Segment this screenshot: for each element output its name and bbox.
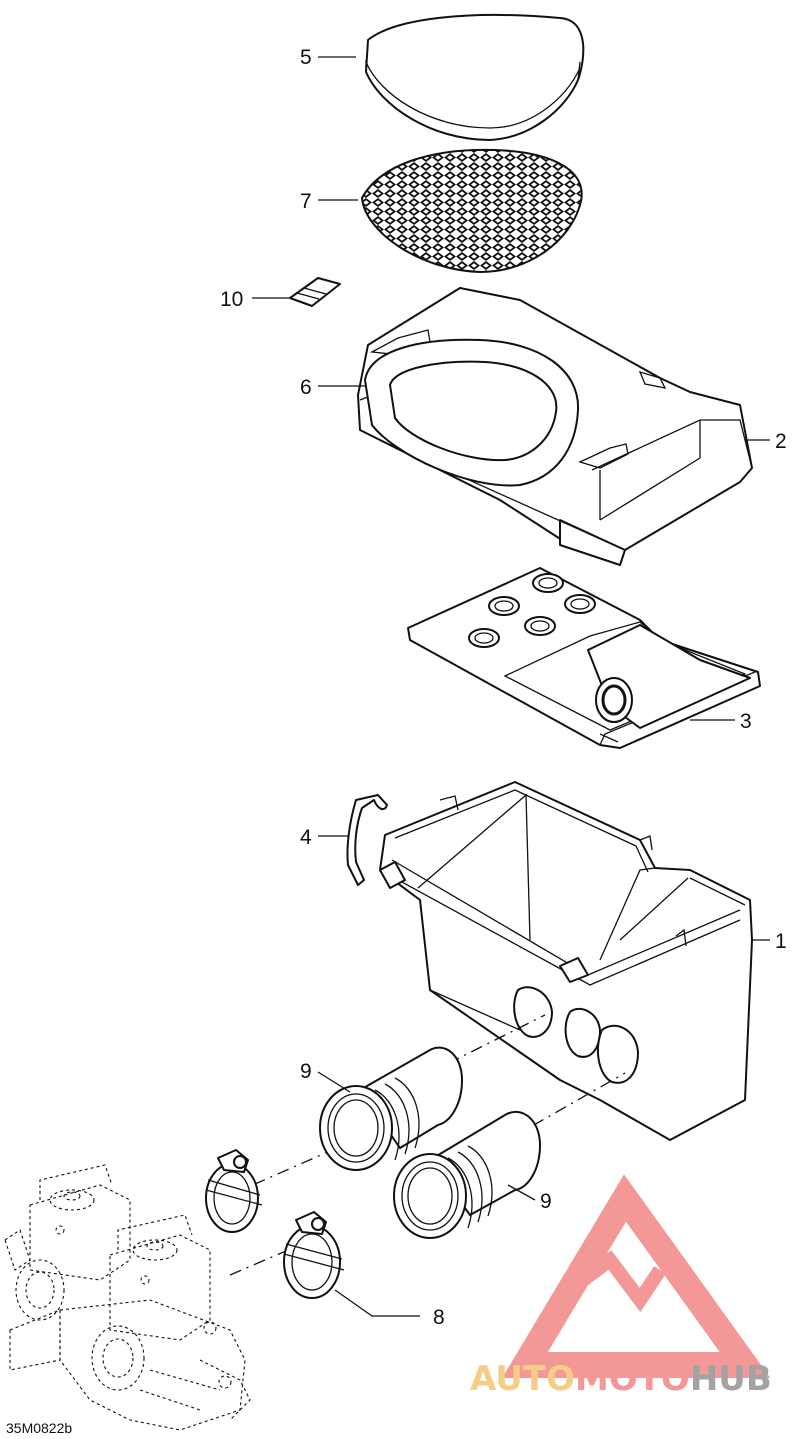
part-8-clamp-lower [283, 1211, 345, 1299]
carburetor-assembly-reference [4, 1164, 251, 1431]
callout-3: 3 [740, 710, 752, 733]
watermark-moto: MOTO [575, 1359, 690, 1399]
leader-9-lower [507, 1184, 536, 1201]
callout-8: 8 [433, 1306, 445, 1329]
leader-8 [334, 1289, 420, 1317]
watermark-m-stroke [565, 1250, 666, 1313]
callout-9-upper: 9 [300, 1060, 312, 1083]
watermark-hub: HUB [690, 1359, 772, 1399]
callout-5: 5 [300, 46, 312, 69]
callout-2: 2 [775, 430, 787, 453]
part-3-silencer-plate [407, 567, 761, 749]
watermark-triangle-logo [502, 1174, 771, 1378]
part-1-air-box [379, 781, 753, 1141]
automotohub-watermark: AUTOMOTOHUB [470, 1174, 772, 1399]
callout-1: 1 [775, 930, 787, 953]
part-5-foam-filter [365, 13, 585, 141]
drawing-code: 35M0822b [6, 1420, 72, 1436]
watermark-text: AUTOMOTOHUB [470, 1359, 772, 1399]
part-9-adaptor-lower [393, 1110, 541, 1239]
part-10-label [289, 277, 341, 307]
part-9-adaptor-upper [319, 1046, 463, 1171]
part-7-filter-screen [360, 148, 583, 274]
leader-9-upper [317, 1071, 351, 1093]
callout-7: 7 [300, 190, 312, 213]
part-8-clamp-upper [205, 1149, 263, 1233]
part-6-frame-seal [364, 338, 580, 487]
callout-6: 6 [300, 376, 312, 399]
watermark-auto: AUTO [470, 1359, 575, 1399]
callout-9-lower: 9 [540, 1190, 552, 1213]
callout-10: 10 [220, 288, 243, 311]
part-4-retaining-clip [346, 794, 388, 886]
callout-4: 4 [300, 826, 312, 849]
